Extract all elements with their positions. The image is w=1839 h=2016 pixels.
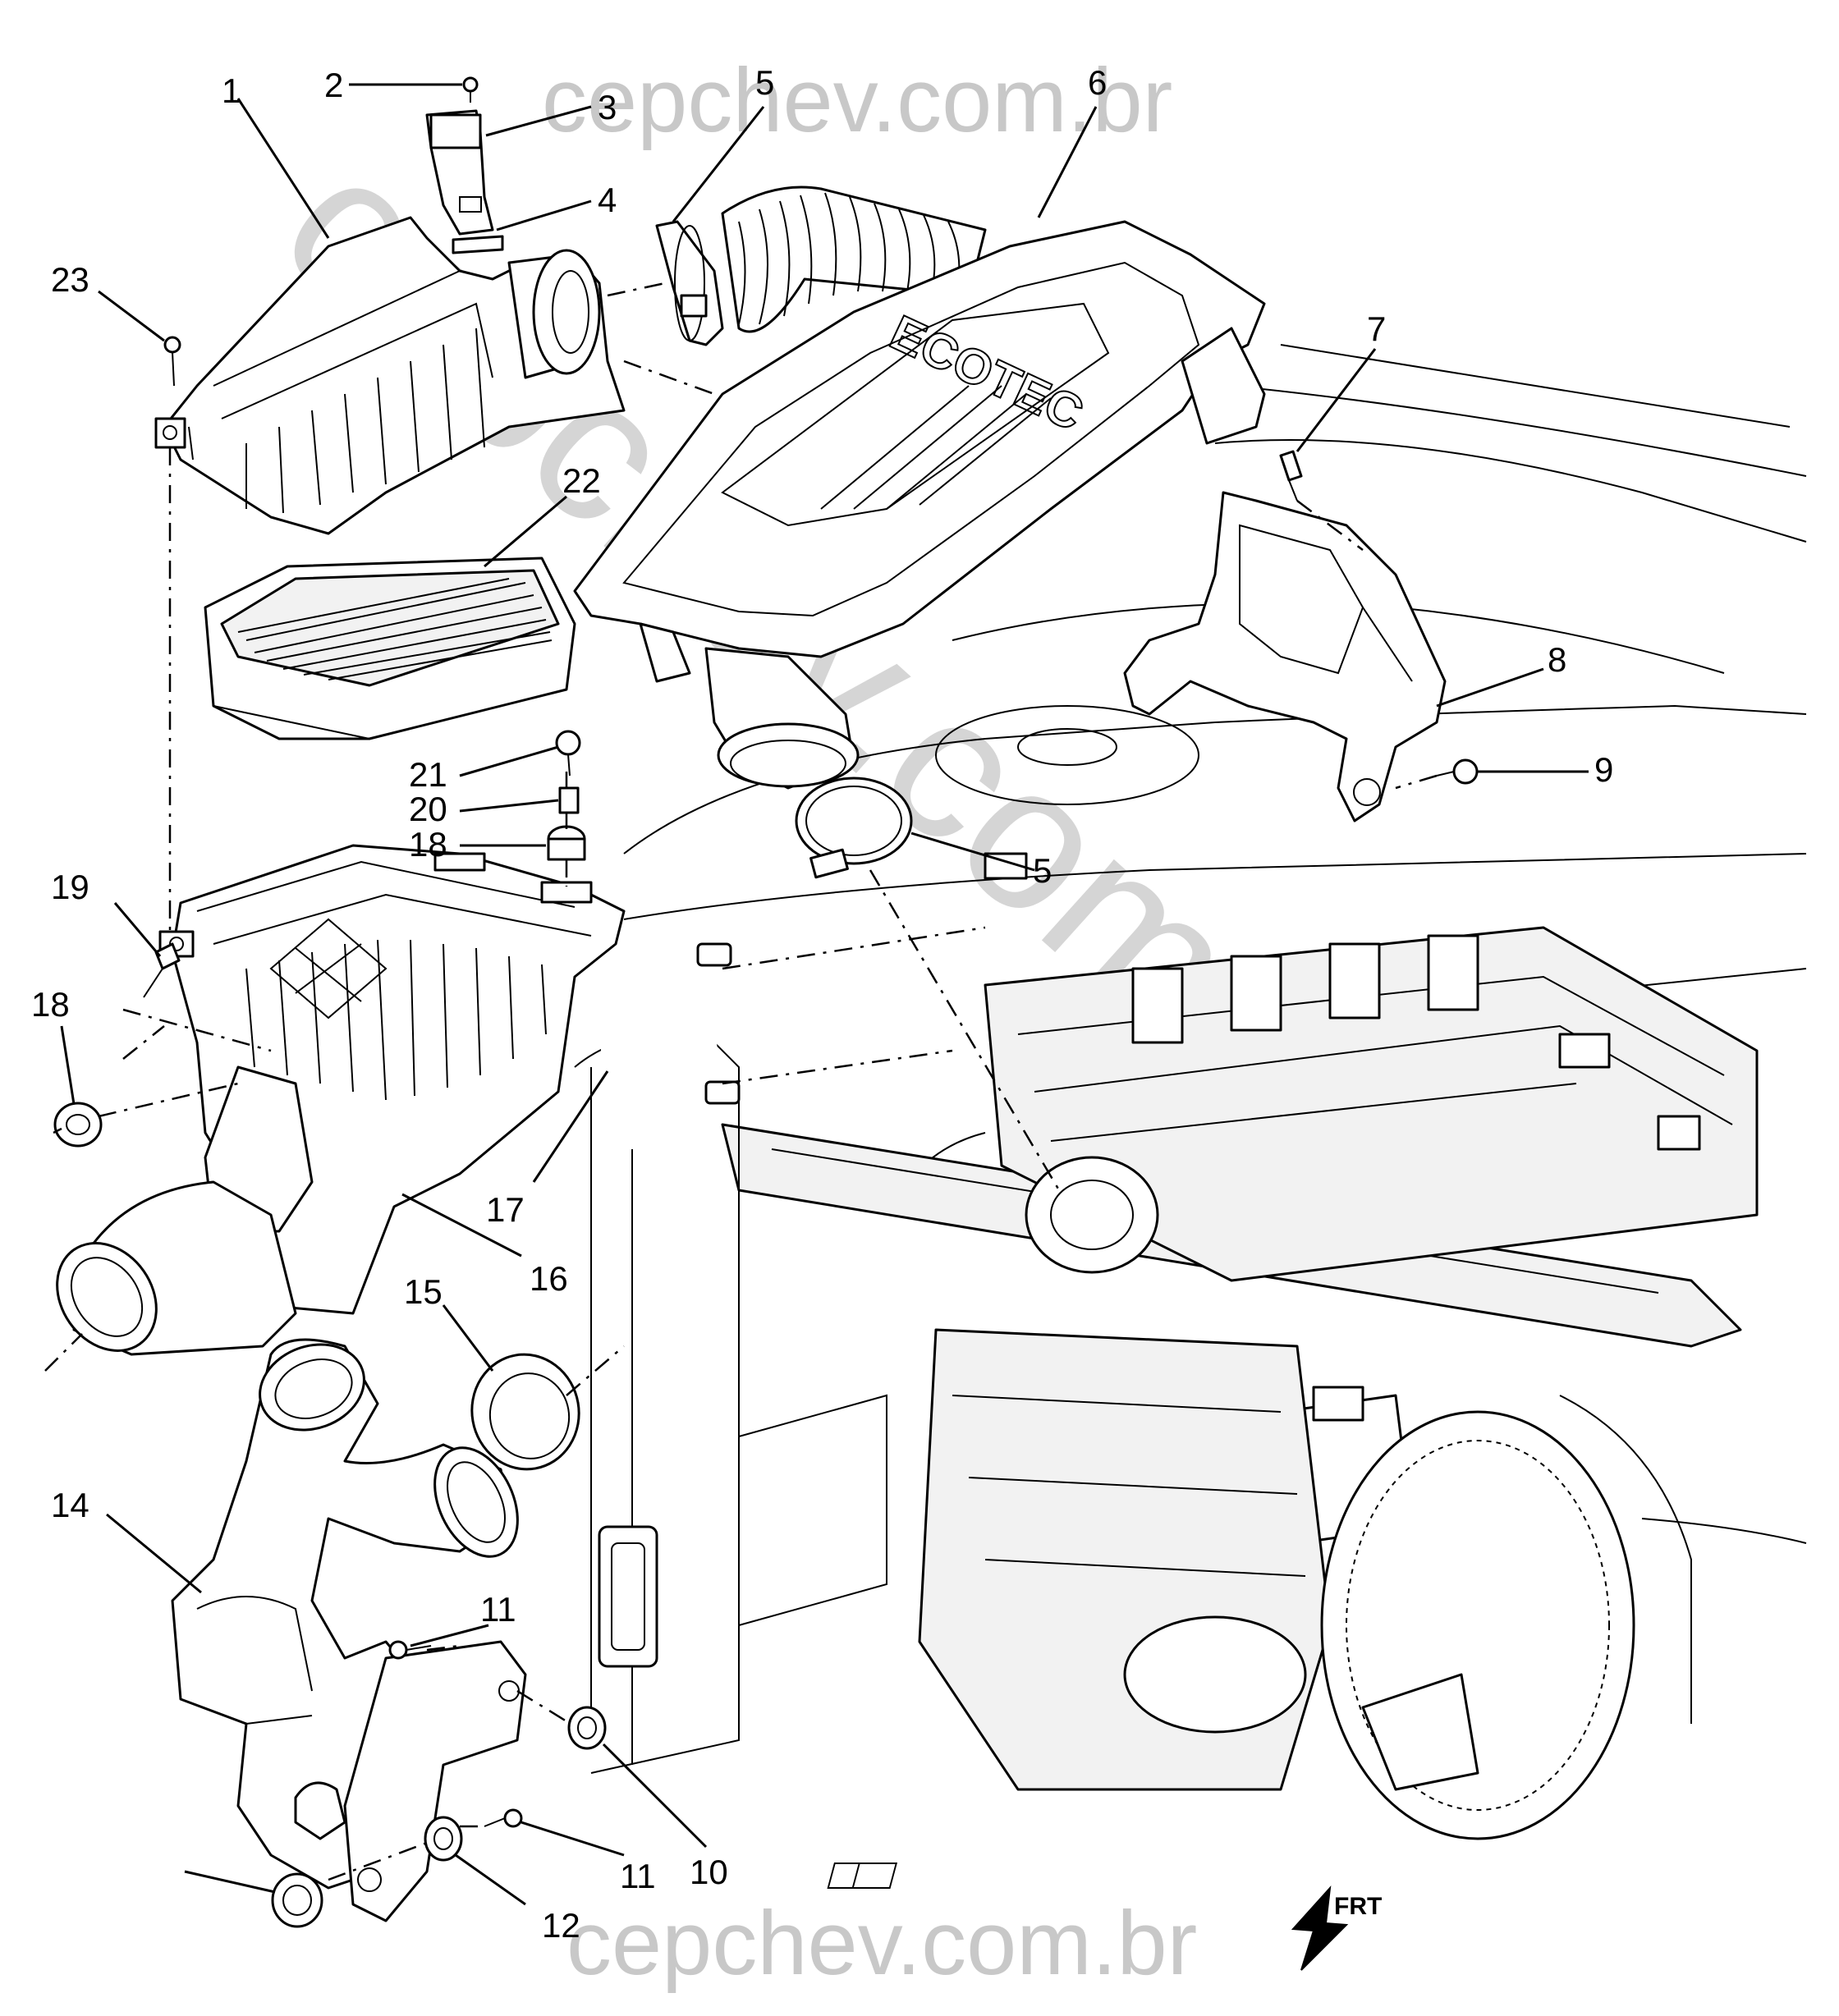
- callout-16: 16: [530, 1259, 568, 1298]
- callout-22: 22: [562, 461, 601, 500]
- inlet-bracket-bolt-upper: [388, 1640, 432, 1660]
- callout-7: 7: [1367, 309, 1386, 348]
- housing-mount-bolt: [143, 942, 181, 998]
- engine-cover-ecotec: ECOTEC: [573, 220, 1266, 790]
- maf-sensor-screw: [462, 76, 479, 103]
- throttle-body: [1025, 1156, 1159, 1274]
- air-inlet-duct-resonator: [171, 1338, 527, 1922]
- mass-airflow-sensor: [425, 109, 504, 254]
- bracket-bolt-lower: [1436, 758, 1479, 785]
- inlet-bracket-grommet-10: [567, 1706, 607, 1750]
- air-filter-element: [204, 557, 576, 740]
- callout-18-upper: 18: [409, 825, 447, 864]
- callout-5-lower: 5: [1033, 851, 1052, 890]
- grommet-18-lower: [53, 1102, 103, 1148]
- ignition-coil-4: [1427, 934, 1479, 1011]
- spacer-20: [558, 786, 580, 814]
- fender-slot: [598, 1525, 658, 1668]
- callout-15: 15: [404, 1272, 443, 1311]
- duct-seal-ring: [470, 1353, 580, 1471]
- front-arrow-icon: [1291, 1885, 1349, 1971]
- inlet-bracket-grommet-lower: [271, 1872, 323, 1928]
- crankcase-vent-hose: [601, 942, 741, 1105]
- outlet-duct-clamp-upper: [655, 220, 724, 346]
- grommet-18-upper: [547, 825, 586, 861]
- callout-5-upper: 5: [755, 63, 774, 102]
- starter-motor: [1123, 1615, 1307, 1734]
- leader-lines: [60, 83, 1589, 1906]
- callout-12: 12: [542, 1906, 580, 1945]
- bracket-bolt-upper: [1279, 450, 1303, 502]
- callout-23: 23: [51, 260, 89, 299]
- callout-18-lower: 18: [31, 985, 70, 1024]
- callout-4: 4: [598, 181, 617, 219]
- maf-sensor-seal: [452, 235, 504, 254]
- callouts: 1 2 3 4 5 6 7 8 9 5 22 23 21 20 18 19 18…: [31, 63, 1613, 1945]
- callout-20: 20: [409, 790, 447, 828]
- callout-10: 10: [690, 1853, 728, 1891]
- flywheel: [1320, 1410, 1635, 1840]
- ignition-coil-2: [1230, 955, 1282, 1032]
- callout-14: 14: [51, 1486, 89, 1524]
- callout-9: 9: [1594, 750, 1613, 789]
- ignition-coil-3: [1328, 942, 1381, 1019]
- watermark-bottom: cepchev.com.br: [566, 1893, 1197, 1994]
- air-cleaner-screw: [163, 336, 181, 387]
- assembly-centerlines: [44, 282, 1438, 1881]
- air-intake-duct-bellows: [721, 186, 987, 333]
- callout-2: 2: [324, 66, 343, 104]
- front-label: FRT: [1334, 1893, 1382, 1920]
- callout-11-lower: 11: [620, 1857, 656, 1895]
- callout-3: 3: [598, 88, 617, 126]
- callout-8: 8: [1548, 640, 1566, 679]
- callout-19: 19: [51, 868, 89, 906]
- callout-11-upper: 11: [480, 1590, 516, 1629]
- ignition-coil-1: [1131, 967, 1184, 1044]
- callout-21: 21: [409, 755, 447, 794]
- watermark-top: cepchev.com.br: [542, 50, 1172, 151]
- air-cleaner-housing-lower: [56, 844, 626, 1356]
- callout-6: 6: [1088, 63, 1107, 102]
- front-direction-indicator: FRT: [827, 1863, 1382, 1971]
- engine-bay-background: [574, 344, 1807, 1840]
- bracket-bolt-21: [555, 730, 581, 777]
- callout-17: 17: [486, 1190, 525, 1229]
- inlet-bracket-bolt-lower: [484, 1808, 523, 1828]
- callout-1: 1: [222, 71, 241, 110]
- throttle-duct-clamp: [795, 777, 913, 879]
- inlet-bracket-grommet-12: [424, 1816, 463, 1862]
- air-cleaner-bracket: [1123, 491, 1447, 822]
- air-cleaner-housing-upper: [154, 216, 626, 535]
